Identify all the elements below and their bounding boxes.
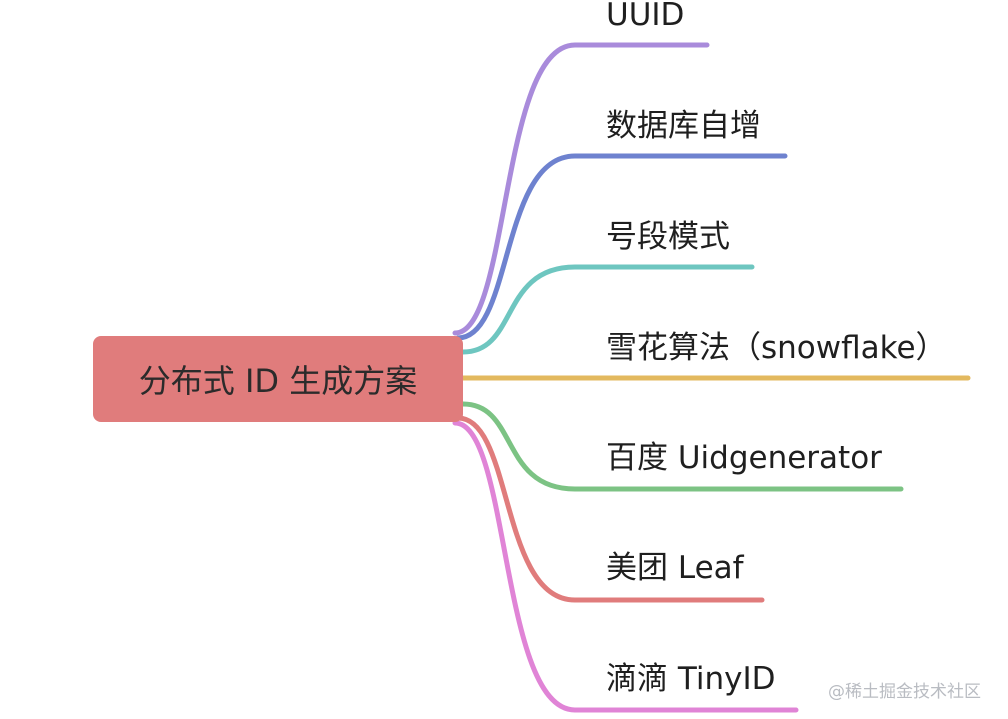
watermark: @稀土掘金技术社区 bbox=[828, 682, 981, 702]
branch-didi-tinyid[interactable]: 滴滴 TinyID bbox=[606, 661, 776, 697]
branch-uuid[interactable]: UUID bbox=[606, 0, 685, 33]
root-node[interactable]: 分布式 ID 生成方案 bbox=[93, 336, 463, 422]
branch-baidu-uidgenerator[interactable]: 百度 Uidgenerator bbox=[606, 440, 882, 476]
branch-segment-mode[interactable]: 号段模式 bbox=[606, 219, 730, 255]
connector-uuid bbox=[452, 42, 710, 336]
connector-segment-mode bbox=[460, 264, 755, 355]
connector-database-autoincrement bbox=[455, 153, 788, 341]
branch-snowflake[interactable]: 雪花算法（snowflake） bbox=[606, 330, 947, 366]
root-node-label: 分布式 ID 生成方案 bbox=[138, 362, 418, 400]
connector-meituan-leaf bbox=[455, 415, 765, 603]
connector-baidu-uidgenerator bbox=[460, 401, 904, 492]
connector-didi-tinyid bbox=[452, 420, 799, 713]
branch-database-autoincrement[interactable]: 数据库自增 bbox=[606, 108, 761, 144]
branch-connectors bbox=[452, 42, 971, 713]
branch-meituan-leaf[interactable]: 美团 Leaf bbox=[606, 550, 744, 586]
